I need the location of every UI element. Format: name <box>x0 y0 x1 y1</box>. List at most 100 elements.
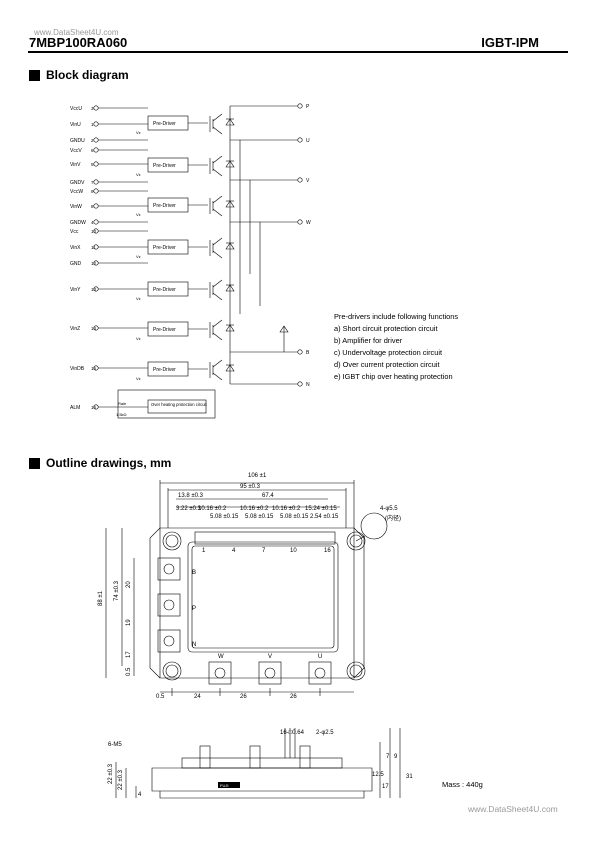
output-terminal <box>297 177 303 183</box>
output-label: P <box>306 104 310 110</box>
pin-label: VinX <box>70 245 81 251</box>
dimension-label: 95 ±0.3 <box>240 484 261 490</box>
dimension-label: 7 <box>386 754 390 760</box>
note-item: e) IGBT chip over heating protection <box>334 372 453 381</box>
dimension-label: 0.5 <box>126 667 132 676</box>
vz-label: Vz <box>136 376 141 381</box>
pin-number: 5 <box>91 162 94 167</box>
watermark-top[interactable]: www.DataSheet4U.com <box>34 28 119 37</box>
section-block-diagram: Block diagram <box>29 68 129 82</box>
dimension-label: W <box>218 654 224 660</box>
dimension-label: 88 ±1 <box>98 590 104 606</box>
dimension-label: 6-M5 <box>108 742 122 748</box>
dimension-label: 22 ±0.3 <box>108 763 114 784</box>
note-item: b) Amplifier for driver <box>334 336 403 345</box>
vz-label: Vz <box>136 296 141 301</box>
pin-number: 2 <box>91 138 94 143</box>
igbt <box>212 113 223 122</box>
dimension-label: V <box>268 654 272 660</box>
predriver-label: Pre-Driver <box>153 367 176 373</box>
pin-number: 14 <box>91 326 97 331</box>
predriver-label: Pre-Driver <box>153 203 176 209</box>
section-marker-icon <box>29 457 40 469</box>
output-terminal <box>297 103 303 109</box>
dimension-label: 2-φ2.5 <box>316 730 334 736</box>
dimension-label: P <box>192 606 196 612</box>
pin-label: VccV <box>70 148 82 154</box>
dimension-label: 22 ±0.3 <box>118 769 124 790</box>
pin-number: 15 <box>91 366 97 371</box>
output-label: W <box>306 220 311 226</box>
output-label: B <box>306 350 310 356</box>
pin-label: VinDB <box>70 366 85 372</box>
dimension-label: 106 ±1 <box>248 473 267 479</box>
predriver-label: Pre-Driver <box>153 287 176 293</box>
dimension-label: 16-□0.64 <box>280 730 305 736</box>
dimension-label: 9 <box>394 754 398 760</box>
pin-number: 8 <box>91 204 94 209</box>
dimension-label: B <box>192 570 196 576</box>
pin-terminal <box>93 147 99 153</box>
pin-terminal <box>93 137 99 143</box>
igbt <box>212 279 223 288</box>
pin-number: 9 <box>91 189 94 194</box>
pin-terminal <box>93 219 99 225</box>
section-title-outline: Outline drawings, mm <box>46 456 172 470</box>
alarm-box <box>117 389 216 419</box>
note-item: a) Short circuit protection circuit <box>334 324 438 333</box>
pin-terminal <box>93 161 99 167</box>
pin-number: 11 <box>91 245 96 250</box>
device-type: IGBT-IPM <box>481 35 539 50</box>
pin-terminal <box>93 121 99 127</box>
dimension-label: N <box>192 642 196 648</box>
output-label: N <box>306 382 310 388</box>
notes-title: Pre-drivers include following functions <box>334 312 459 321</box>
dimension-label: 19 <box>126 619 132 626</box>
pin-label: VinW <box>70 204 82 210</box>
pin-label: VinY <box>70 287 81 293</box>
dimension-label: 10.16 ±0.2 <box>198 506 227 512</box>
overheat-block <box>147 399 207 414</box>
dimension-label: 0.5 <box>156 694 165 700</box>
igbt <box>212 332 223 341</box>
dimension-label: 74 ±0.3 <box>114 580 120 601</box>
output-terminal <box>297 381 303 387</box>
watermark-bottom[interactable]: www.DataSheet4U.com <box>468 804 558 814</box>
pin-number: 3 <box>91 106 94 111</box>
dimension-label: 4 <box>138 792 142 798</box>
predriver-label: Pre-Driver <box>153 163 176 169</box>
pin-label: ALM <box>70 405 80 411</box>
dimension-label: 16 <box>324 548 331 554</box>
igbt <box>212 195 223 204</box>
output-terminal <box>297 219 303 225</box>
section-title-block: Block diagram <box>46 68 129 82</box>
dimension-label: 17 <box>382 784 389 790</box>
dimension-label: 2.54 ±0.15 <box>310 514 339 520</box>
pin-terminal <box>93 179 99 185</box>
pin-number: 13 <box>91 287 97 292</box>
dimension-label: U <box>318 654 322 660</box>
predriver-notes: Pre-drivers include following functions … <box>334 311 458 383</box>
dimension-label: 67.4 <box>262 493 274 499</box>
pin-number: 6 <box>91 148 94 153</box>
pin-number: 7 <box>91 180 94 185</box>
pin-label: VinZ <box>70 326 80 332</box>
igbt <box>212 250 223 259</box>
igbt <box>212 359 223 368</box>
pin-terminal <box>93 188 99 194</box>
note-item: d) Over current protection circuit <box>334 360 440 369</box>
pin-label: VinU <box>70 122 81 128</box>
pin-number: 4 <box>91 220 94 225</box>
output-terminal <box>297 349 303 355</box>
dimension-label: 5.08 ±0.15 <box>245 514 274 520</box>
igbt <box>212 155 223 164</box>
predriver-label: Pre-Driver <box>153 245 176 251</box>
dimension-label: 20 <box>126 581 132 588</box>
igbt <box>212 208 223 217</box>
vz-label: Vz <box>136 130 141 135</box>
dimension-label: 12.5 <box>372 772 384 778</box>
pin-label: GNDU <box>70 138 85 144</box>
pin-number: 12 <box>91 261 97 266</box>
dimension-label: 7 <box>262 548 266 554</box>
